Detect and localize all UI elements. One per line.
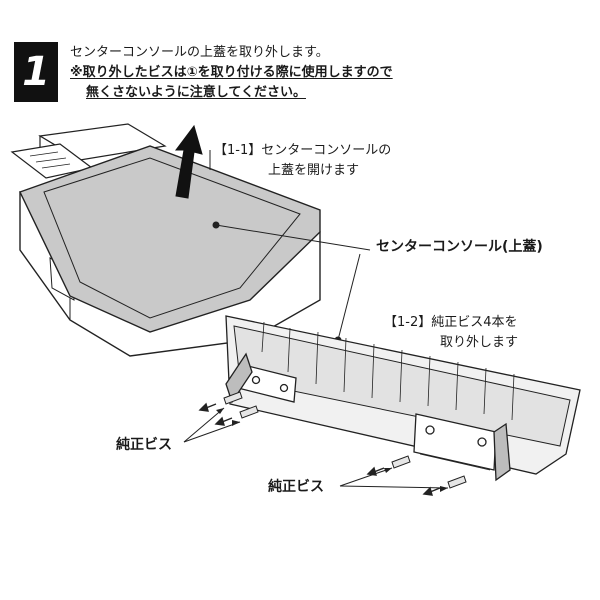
console-body [19, 145, 321, 357]
screw-pointer-lines [183, 407, 449, 489]
callout-step-1-2-line-1: 【1-2】純正ビス4本を [384, 315, 518, 330]
instruction-warning-line-2: 無くさないように注意してください。 [86, 85, 306, 100]
screw-icon [223, 391, 467, 489]
up-arrow-icon [175, 124, 203, 199]
screw-label-left: 純正ビス [116, 437, 172, 453]
removed-lid-panel [225, 315, 581, 482]
console-lid-label: センターコンソール(上蓋) [376, 239, 543, 255]
step-number-badge: 1 [14, 42, 58, 102]
pointer-arrowheads [216, 408, 448, 492]
callout-step-1-1-line-2: 上蓋を開けます [268, 163, 360, 178]
instruction-warning-line-1: ※取り外したビスは①を取り付ける際に使用しますので [70, 65, 393, 80]
instruction-line-1: センターコンソールの上蓋を取り外します。 [70, 45, 329, 60]
screw-label-right: 純正ビス [268, 479, 324, 495]
callout-step-1-2-line-2: 取り外します [440, 335, 519, 350]
console-rear-box [10, 123, 167, 179]
callout-step-1-1-line-1: 【1-1】センターコンソールの [214, 143, 392, 158]
